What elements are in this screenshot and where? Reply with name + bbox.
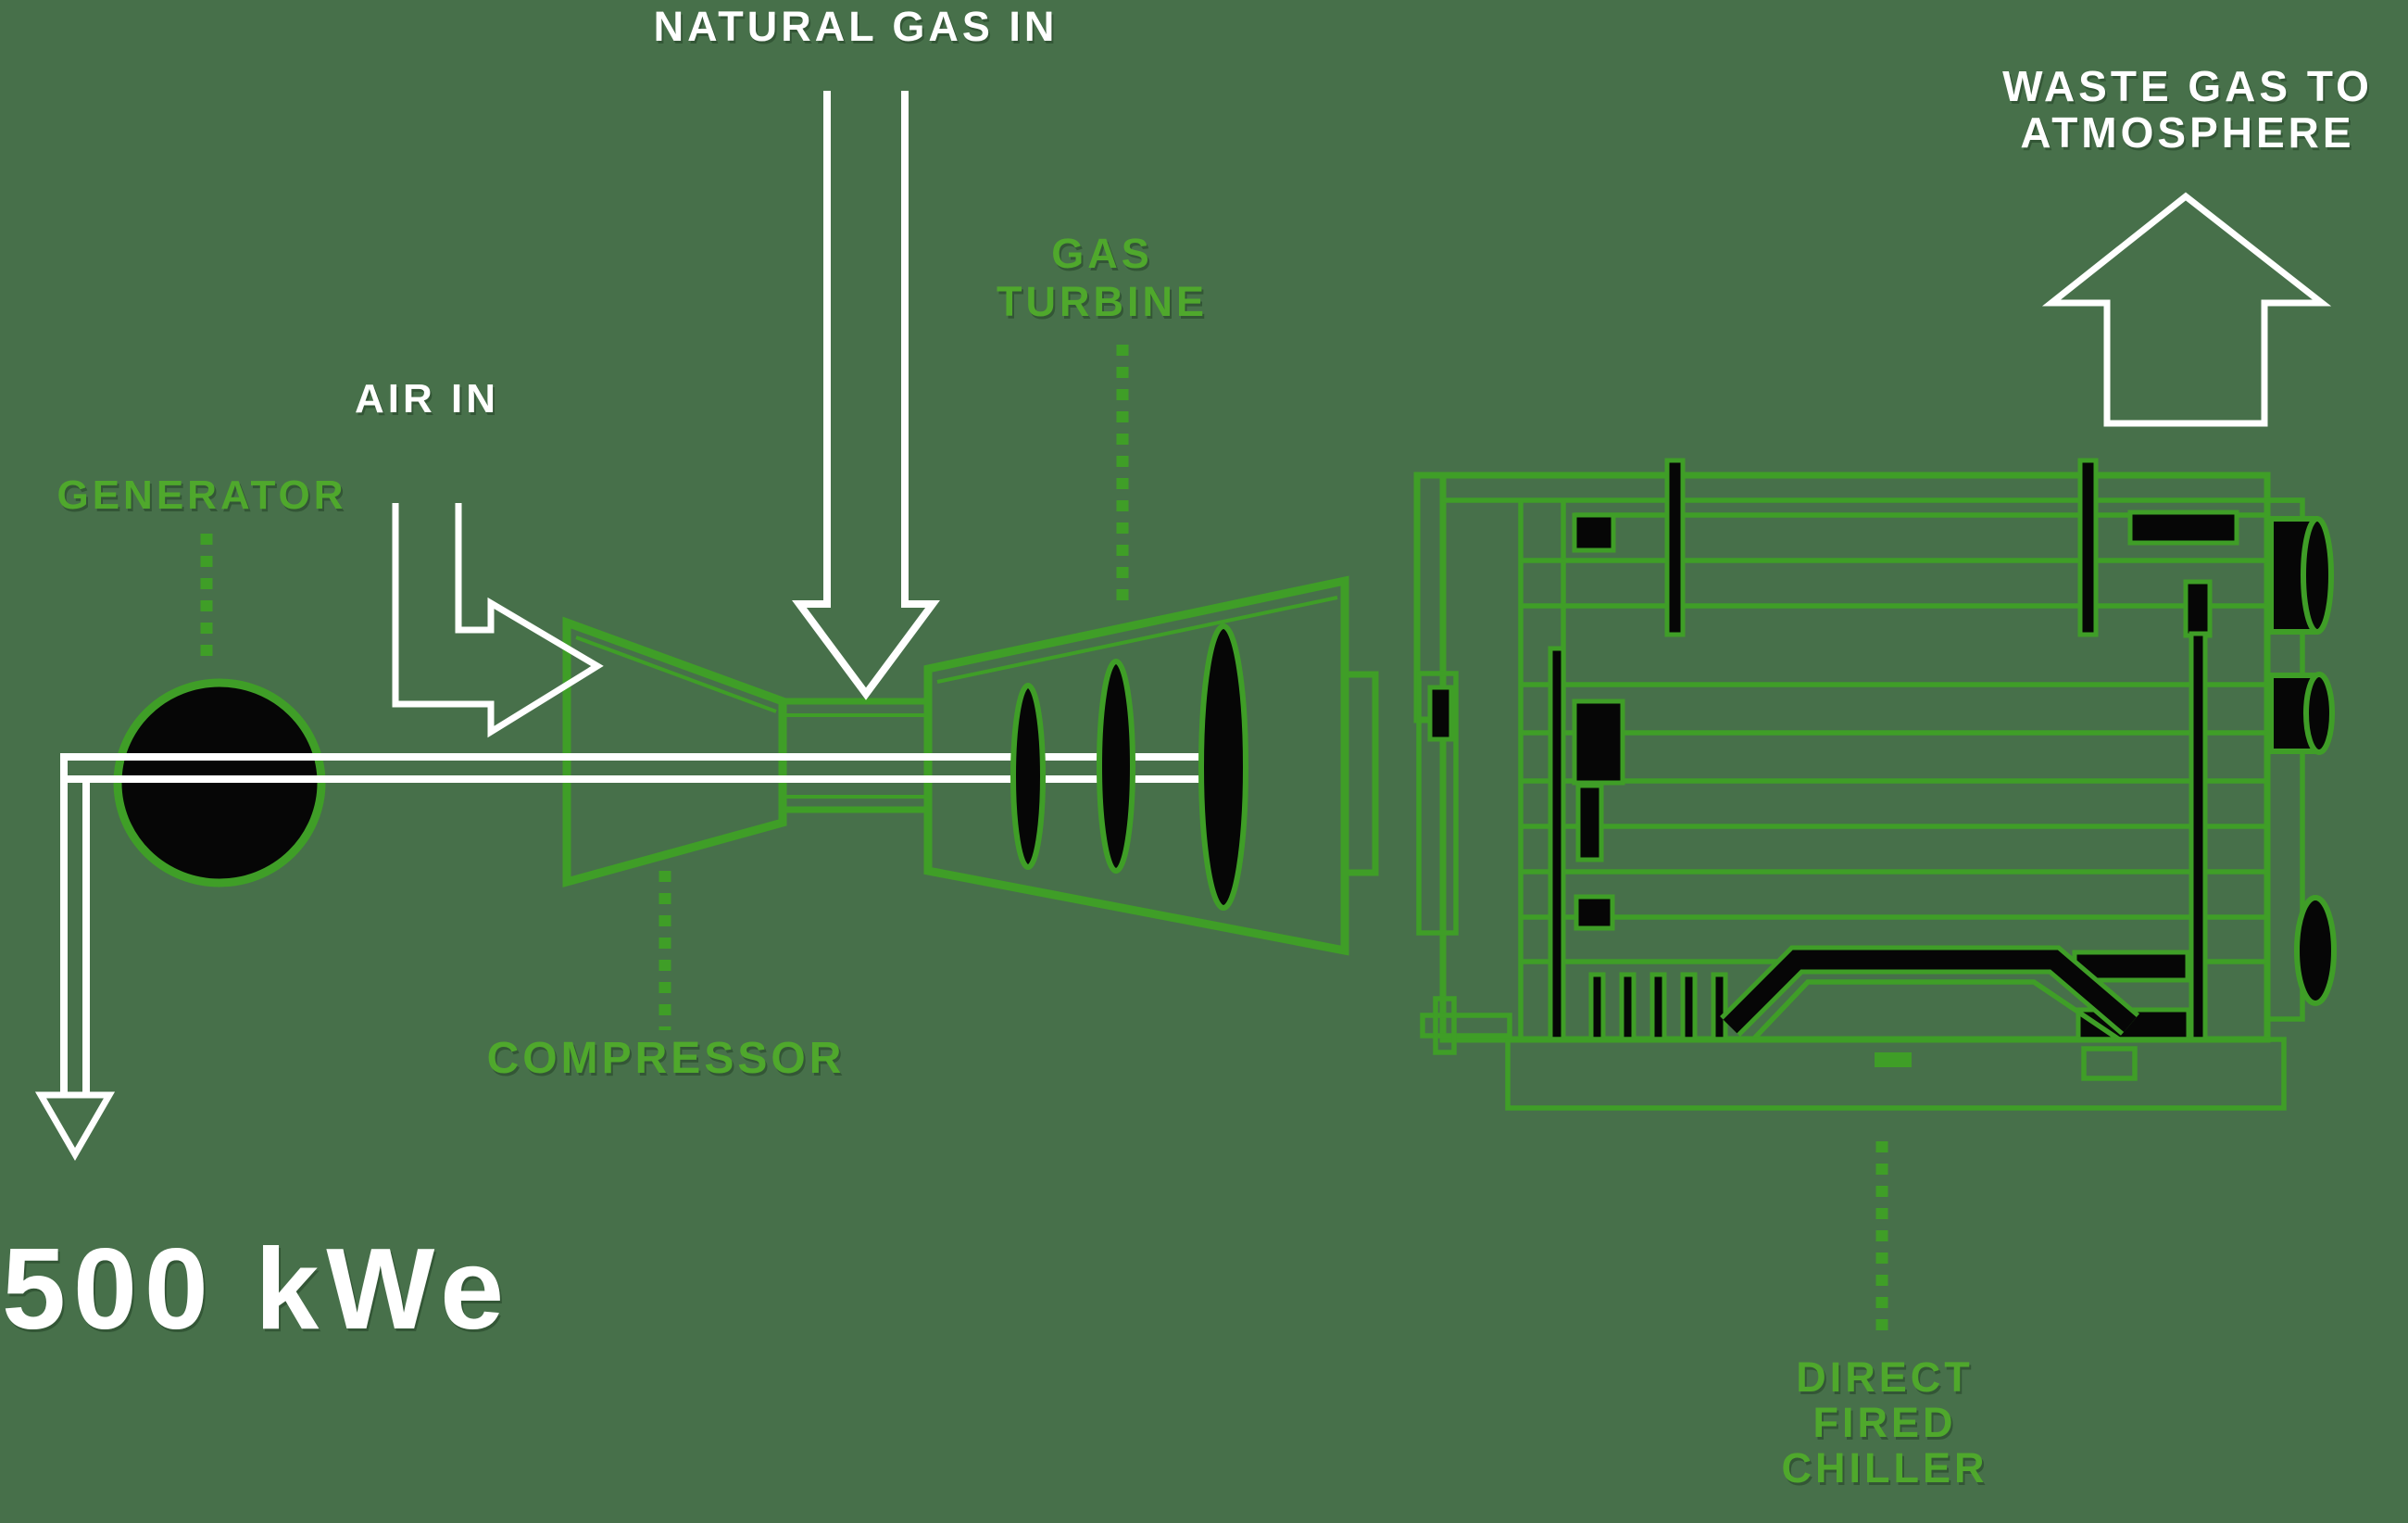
compressor-symbol xyxy=(562,616,787,887)
chiller-label-line1: DIRECT xyxy=(1796,1353,1974,1401)
direct-fired-chiller-label: DIRECT FIRED CHILLER xyxy=(1699,1354,2070,1491)
generator-label: GENERATOR xyxy=(56,472,347,518)
chiller-label-line3: CHILLER xyxy=(1781,1444,1988,1492)
chiller-label-line2: FIRED xyxy=(1812,1399,1957,1446)
down-arrowhead-icon xyxy=(34,1091,116,1161)
leader-lines xyxy=(200,345,1888,1341)
air-in-arrow xyxy=(392,503,604,738)
gas-turbine-label-line1: GAS xyxy=(1051,230,1153,277)
compressor-label: COMPRESSOR xyxy=(486,1034,846,1083)
gas-turbine-symbol xyxy=(923,575,1379,956)
natural-gas-in-label: NATURAL GAS IN xyxy=(653,3,1059,50)
turbine-exhaust-flange xyxy=(1341,671,1379,876)
waste-gas-label-line1: WASTE GAS TO xyxy=(2002,62,2373,110)
chiller-symbol xyxy=(1413,458,2337,1111)
waste-gas-label: WASTE GAS TO ATMOSPHERE xyxy=(1928,63,2408,156)
shaft-line xyxy=(61,753,1201,783)
air-in-label: AIR IN xyxy=(355,376,499,422)
turbine-blade-icons xyxy=(1010,623,1248,911)
output-rating: 500 kWe xyxy=(2,1226,512,1353)
natural-gas-arrow xyxy=(792,91,940,700)
chiller-port-icons xyxy=(2268,516,2337,1006)
gas-turbine-label-line2: TURBINE xyxy=(997,278,1208,325)
gas-turbine-label: GAS TURBINE xyxy=(917,230,1287,326)
waste-gas-arrow xyxy=(2041,192,2332,427)
waste-gas-label-line2: ATMOSPHERE xyxy=(2020,108,2355,157)
